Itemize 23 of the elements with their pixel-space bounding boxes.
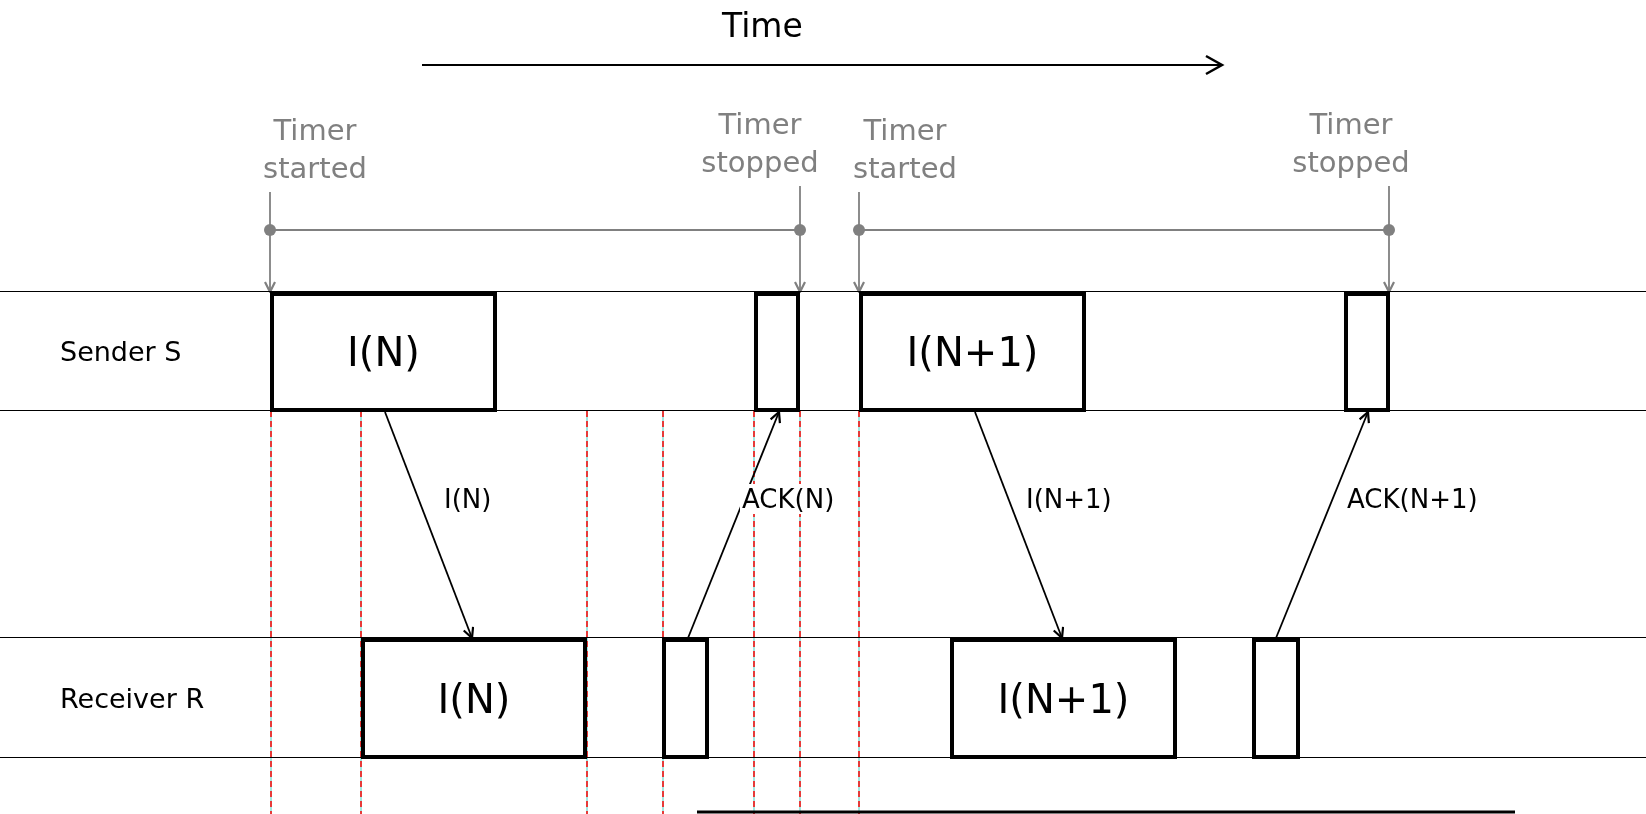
arrow — [384, 411, 475, 640]
frame-box — [754, 292, 800, 412]
timer-label: Timer started — [240, 112, 390, 192]
arrow — [852, 191, 866, 294]
arrow — [263, 191, 277, 294]
lane-label: Receiver R — [60, 682, 205, 714]
swimlane-band — [0, 291, 1646, 411]
frame-box — [662, 638, 709, 759]
frame-box: I(N+1) — [859, 292, 1086, 412]
lane-label: Sender S — [60, 336, 182, 367]
arrow — [687, 410, 781, 639]
arrow — [1275, 410, 1370, 639]
arrow — [974, 411, 1065, 640]
frame-box: I(N) — [270, 292, 497, 412]
axis-label: Time — [722, 6, 803, 45]
timer-label: Timer stopped — [1276, 106, 1426, 186]
swimlane-band — [0, 637, 1646, 758]
frame-box: I(N+1) — [950, 638, 1177, 759]
arrow — [793, 185, 807, 294]
frame-box: I(N) — [361, 638, 587, 759]
frame-box — [1344, 292, 1390, 412]
frame-box — [1252, 638, 1300, 759]
arrow — [1382, 185, 1396, 294]
